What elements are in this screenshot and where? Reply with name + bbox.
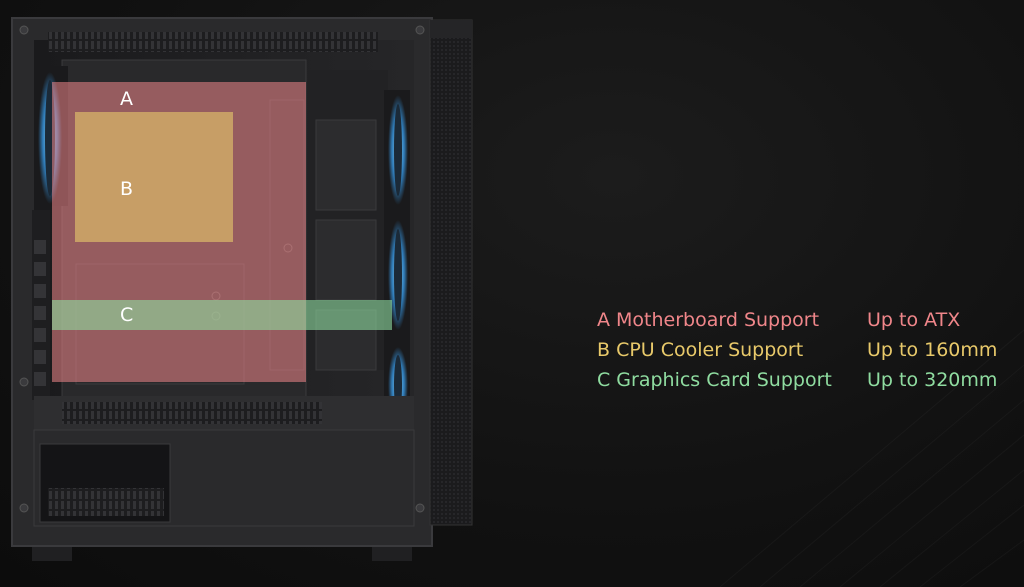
pc-case-illustration — [11, 17, 473, 561]
cpu-cooler-zone — [75, 112, 233, 242]
graphics-card-zone — [52, 300, 392, 330]
spec-table: A Motherboard Support Up to ATX B CPU Co… — [597, 305, 1007, 395]
zone-label-c: C — [120, 304, 134, 326]
spec-row-graphics-card: C Graphics Card Support Up to 320mm — [597, 365, 1007, 395]
spec-value: Up to 160mm — [867, 339, 998, 361]
spec-name: B CPU Cooler Support — [597, 339, 804, 361]
spec-value: Up to ATX — [867, 309, 961, 331]
spec-value: Up to 320mm — [867, 369, 998, 391]
zone-label-a: A — [120, 88, 133, 110]
spec-row-motherboard: A Motherboard Support Up to ATX — [597, 305, 1007, 335]
spec-row-cpu-cooler: B CPU Cooler Support Up to 160mm — [597, 335, 1007, 365]
spec-name: C Graphics Card Support — [597, 369, 832, 391]
zone-label-b: B — [120, 178, 134, 200]
spec-name: A Motherboard Support — [597, 309, 820, 331]
front-fans-icon — [384, 90, 410, 423]
